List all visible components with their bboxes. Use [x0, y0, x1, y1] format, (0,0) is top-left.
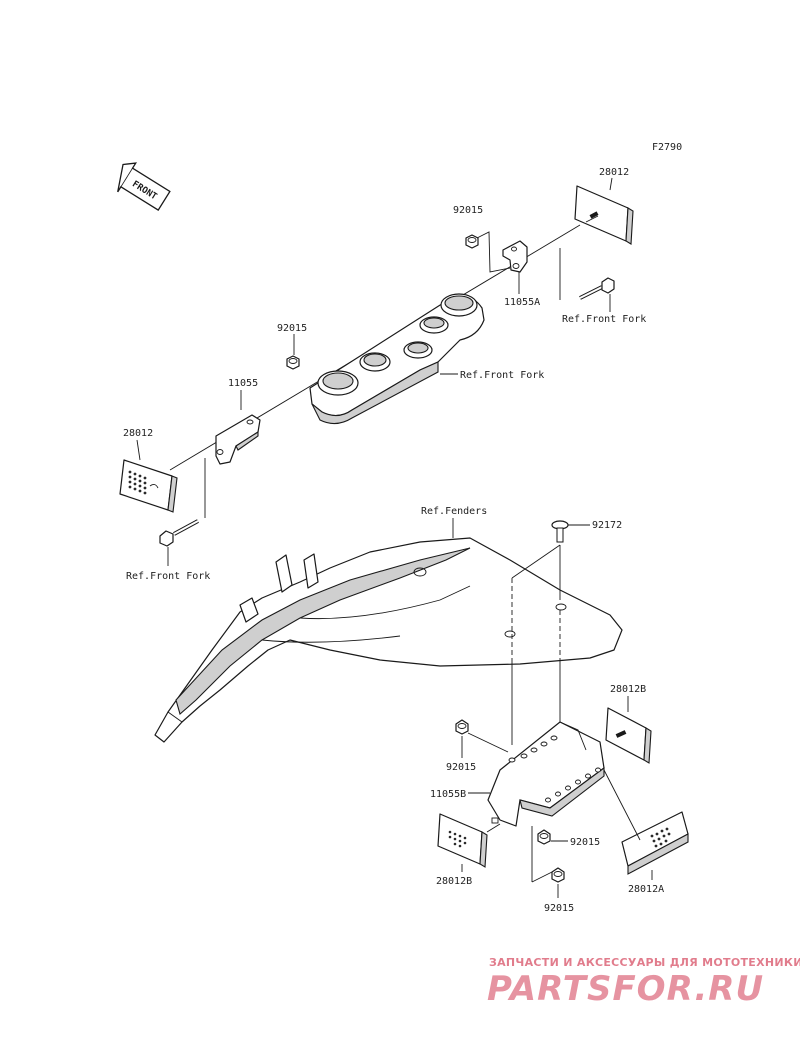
front-fender — [154, 537, 623, 743]
label-reflector-upper-right: 28012 — [599, 167, 629, 178]
label-reflector-b-right: 28012B — [610, 684, 646, 695]
label-bracket-right: 11055A — [504, 297, 540, 308]
bolt-upper-right — [579, 277, 615, 300]
label-bolt-fender: 92172 — [592, 520, 622, 531]
label-ref-front-fork-upper: Ref.Front Fork — [562, 314, 646, 325]
reflector-left — [119, 459, 178, 513]
label-nut-bottom: 92015 — [544, 903, 574, 914]
leader-reflector-left — [136, 439, 141, 461]
leader-reflector-upper-right — [609, 177, 613, 191]
reflector-b-left — [437, 813, 488, 868]
watermark: ЗАПЧАСТИ И АКСЕССУАРЫ ДЛЯ МОТОТЕХНИКИ PA… — [487, 956, 800, 1009]
label-bracket-left: 11055 — [228, 378, 258, 389]
bracket-b — [487, 721, 605, 827]
bracket-left — [215, 414, 261, 465]
bolt-fender — [551, 520, 569, 543]
watermark-tagline: ЗАПЧАСТИ И АКСЕССУАРЫ ДЛЯ МОТОТЕХНИКИ — [489, 956, 800, 969]
label-reflector-left: 28012 — [123, 428, 153, 439]
fork-triple-clamp — [309, 293, 485, 425]
reflector-upper-right — [574, 185, 634, 245]
watermark-brand: PARTSFOR.RU — [487, 969, 764, 1009]
bracket-right — [502, 240, 528, 273]
label-bracket-b: 11055B — [430, 789, 466, 800]
nut-bottom — [551, 867, 565, 883]
label-ref-front-fork-lower: Ref.Front Fork — [126, 571, 210, 582]
leader-nut-upper-right — [476, 231, 511, 273]
figure-code: F2790 — [652, 142, 682, 153]
reflector-a — [621, 811, 689, 875]
front-arrow-icon: FRONT — [117, 162, 171, 212]
bolt-left — [159, 519, 199, 547]
label-reflector-a: 28012A — [628, 884, 664, 895]
nut-bracket-upper — [455, 719, 469, 735]
nut-left — [286, 355, 300, 370]
label-nut-bracket-upper: 92015 — [446, 762, 476, 773]
reflector-b-right — [605, 707, 652, 764]
label-ref-fenders: Ref.Fenders — [421, 506, 487, 517]
label-nut-left: 92015 — [277, 323, 307, 334]
label-nut-bracket-lower: 92015 — [570, 837, 600, 848]
label-ref-front-fork-clamp: Ref.Front Fork — [460, 370, 544, 381]
label-reflector-b-left: 28012B — [436, 876, 472, 887]
label-nut-upper-right: 92015 — [453, 205, 483, 216]
nut-upper-right — [465, 234, 479, 249]
nut-bracket-lower — [537, 829, 551, 845]
